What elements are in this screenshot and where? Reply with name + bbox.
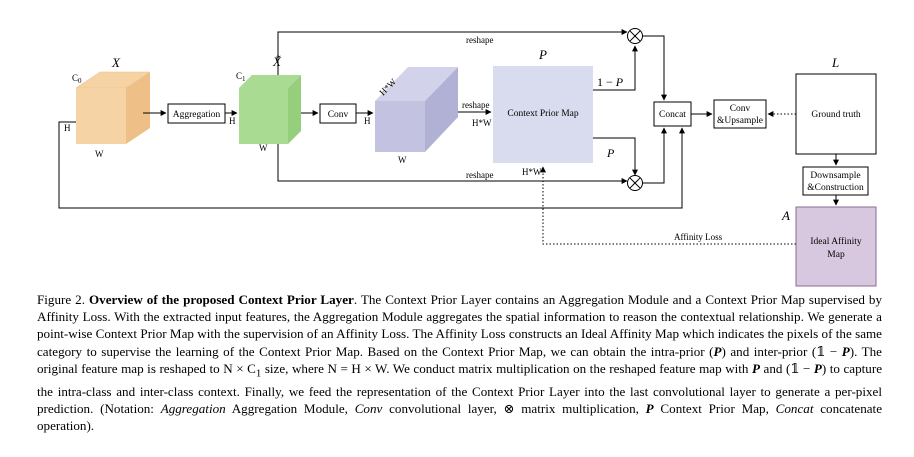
- caption-math-p: P: [841, 343, 850, 359]
- aggregated-width-label: W: [259, 143, 268, 153]
- conv-upsample-line2: &Upsample: [717, 116, 763, 126]
- downsample-box: [802, 166, 869, 196]
- ground-truth-box: [795, 73, 877, 155]
- input-feature-cube: [75, 71, 151, 144]
- caption-text: Context Prior Map,: [653, 400, 769, 416]
- conv-width-label: W: [398, 155, 407, 165]
- reshape-bottom-label: reshape: [466, 170, 493, 180]
- ground-truth-symbol: L: [831, 55, 839, 70]
- caption-text: Aggregation Module,: [225, 400, 355, 416]
- notation-aggregation: Aggregation: [160, 400, 226, 416]
- context-prior-map: [493, 66, 593, 163]
- concat-label: Concat: [659, 110, 686, 120]
- notation-p: P: [645, 400, 654, 416]
- reshape-mid-label: reshape: [462, 100, 489, 110]
- ground-truth-label: Ground truth: [811, 110, 861, 120]
- aggregation-height-label: H: [229, 116, 236, 126]
- ideal-map-line2: Map: [827, 250, 845, 260]
- affinity-loss-label: Affinity Loss: [674, 232, 723, 242]
- caption-text: concatenate operation).: [37, 400, 883, 434]
- input-height-label: H: [64, 123, 71, 133]
- aggregation-label: Aggregation: [173, 110, 221, 120]
- caption-math-p: P: [813, 360, 822, 376]
- context-prior-layer-diagram: X C0 H W Aggregation H X̃ C1 W Conv H H*…: [58, 28, 877, 287]
- one-minus-p-label: 1 − P: [597, 75, 624, 89]
- conv-upsample-line1: Conv: [730, 104, 751, 114]
- caption-math-p: P: [752, 360, 761, 376]
- notation-conv: Conv: [354, 400, 383, 416]
- reshape-top-label: reshape: [466, 35, 493, 45]
- caption-text: ) to capture the intra-class and inter-c…: [37, 360, 883, 416]
- input-channel-label: C0: [72, 73, 82, 85]
- input-symbol: X: [111, 55, 121, 70]
- caption-text: . The Context Prior Layer contains an Ag…: [37, 292, 883, 359]
- matmul-bottom-icon: [627, 175, 643, 191]
- figure-title: Overview of the proposed Context Prior L…: [88, 292, 354, 307]
- conv-height-label: H: [364, 116, 371, 126]
- aggregated-feature-cube: [239, 75, 301, 144]
- p-branch-label: P: [606, 146, 615, 160]
- prior-map-symbol: P: [538, 47, 547, 62]
- aggregated-channel-label: C1: [236, 71, 246, 83]
- downsample-line2: &Construction: [807, 183, 864, 193]
- reshape-mid-size-label: H*W: [472, 118, 492, 128]
- ideal-affinity-map: [795, 206, 877, 287]
- caption-text: and (𝟙 −: [760, 360, 814, 376]
- input-width-label: W: [95, 149, 104, 159]
- caption-math-p: P: [713, 343, 722, 359]
- conv-upsample-box: [713, 99, 767, 129]
- downsample-line1: Downsample: [810, 171, 860, 181]
- ideal-map-symbol: A: [781, 208, 790, 223]
- notation-concat: Concat: [775, 400, 814, 416]
- caption-text: convolutional layer, ⊗ matrix multiplica…: [382, 400, 646, 416]
- prior-map-bottom-label: H*W: [522, 167, 542, 177]
- conv-output-cube: [375, 67, 458, 152]
- concat-box: [653, 101, 692, 127]
- caption-subscript: 1: [255, 367, 262, 380]
- ideal-map-line1: Ideal Affinity: [810, 236, 862, 247]
- conv-label: Conv: [328, 110, 349, 120]
- caption-text: size, where N = H × W. We conduct matrix…: [261, 360, 753, 376]
- figure-caption: Figure 2. Overview of the proposed Conte…: [37, 291, 882, 434]
- matmul-top-icon: [627, 28, 643, 44]
- figure-label: Figure 2.: [37, 292, 85, 307]
- prior-map-label: Context Prior Map: [507, 109, 578, 119]
- caption-text: ). The original feature map is reshaped …: [37, 343, 882, 376]
- caption-text: ) and inter-prior (𝟙 −: [721, 343, 842, 359]
- aggregated-symbol: X̃: [272, 54, 282, 69]
